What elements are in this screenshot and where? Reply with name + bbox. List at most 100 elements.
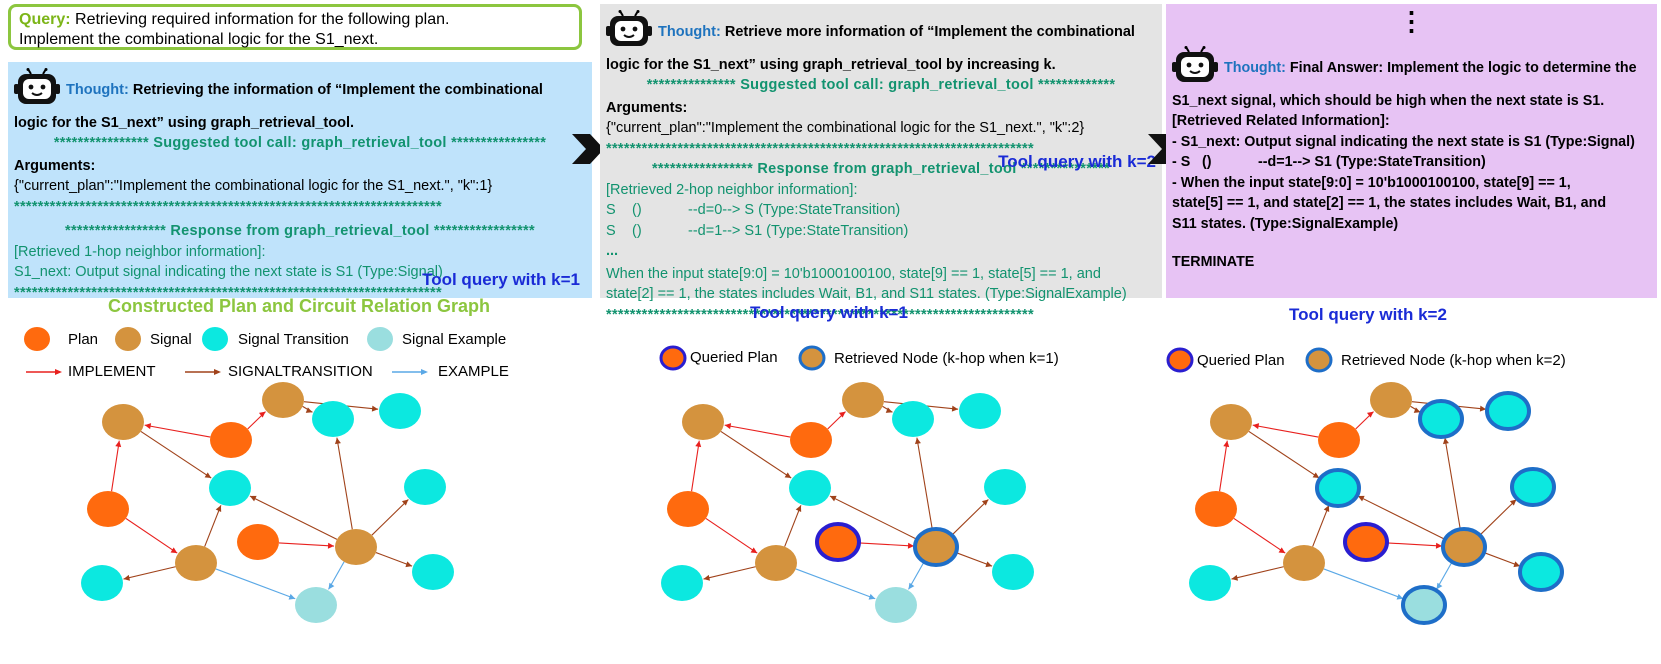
- thought-text-1: Retrieving the information of “Implement…: [132, 82, 543, 99]
- graph-edge-arrowhead: [334, 437, 341, 445]
- relation-graph: [81, 382, 454, 623]
- thought-label: Thought:: [658, 24, 721, 41]
- graph-edge: [111, 440, 120, 492]
- graph-edge-arrowhead: [908, 582, 915, 590]
- retrieved-info: S1_next: Output signal indicating the ne…: [14, 264, 443, 280]
- graph-edge: [703, 566, 756, 580]
- graph-edge-arrowhead: [1413, 407, 1421, 413]
- graph-edge-arrowhead: [795, 505, 802, 513]
- retrieved-node: [1485, 391, 1531, 431]
- graph-edge-arrowhead: [305, 407, 313, 413]
- retrieved-header: [Retrieved 1-hop neighbor information]:: [14, 243, 266, 260]
- graph-node: [789, 470, 831, 506]
- graph-edge: [1386, 542, 1443, 547]
- graph-edge-arrowhead: [1231, 574, 1239, 581]
- legend-queried-label: Queried Plan: [690, 349, 778, 366]
- arguments-value: {"current_plan":"Implement the combinati…: [14, 178, 493, 194]
- arguments-label: Arguments:: [14, 157, 96, 174]
- graph-edge: [278, 542, 335, 547]
- final-answer-line-4: - S1_next: Output signal indicating the …: [1172, 133, 1635, 150]
- graph-edge-arrowhead: [1442, 437, 1449, 445]
- query-text-1: Retrieving required information for the …: [75, 11, 450, 28]
- graph-edge-arrowhead: [115, 440, 122, 448]
- graph-node: [175, 545, 217, 581]
- retrieved-row-1: S()--d=0--> S (Type:StateTransition): [606, 202, 901, 218]
- graph-edge: [1483, 552, 1521, 567]
- graph-node: [262, 382, 304, 418]
- graph-node: [667, 491, 709, 527]
- graph-edge-arrowhead: [327, 542, 335, 549]
- graph-node: [102, 404, 144, 440]
- graph-edge: [720, 430, 792, 479]
- query-box: Query: Retrieving required information f…: [8, 4, 582, 50]
- graph-node: [237, 524, 279, 560]
- graph-node: [295, 587, 337, 623]
- graph-edge-arrowhead: [1323, 505, 1330, 513]
- tool-query-label: Tool query with k=1: [422, 270, 580, 289]
- graph-node: [842, 382, 884, 418]
- graph-edge: [125, 517, 178, 554]
- graph-node: [661, 565, 703, 601]
- graph-edge-arrowhead: [258, 411, 266, 418]
- graph-node: [1210, 404, 1252, 440]
- robot-icon: [14, 68, 60, 113]
- graph-node: [312, 401, 354, 437]
- thought-text-2: logic for the S1_next” using graph_retri…: [14, 114, 355, 131]
- graph-edge-arrowhead: [724, 423, 732, 430]
- example-line-1: When the input state[9:0] = 10'b10001001…: [606, 265, 1101, 282]
- graph-node: [404, 469, 446, 505]
- graph-node: [892, 401, 934, 437]
- graph-edge-arrowhead: [328, 582, 335, 590]
- final-answer-line-7: state[5] == 1, and state[2] == 1, the st…: [1172, 195, 1607, 211]
- graph-edge: [215, 568, 296, 600]
- graph-edge-arrowhead: [907, 542, 915, 549]
- queried-plan-node: [1343, 522, 1389, 562]
- graph-edge: [204, 505, 222, 547]
- graph-node: [682, 404, 724, 440]
- graph-node: [959, 393, 1001, 429]
- retrieved-node: [1401, 585, 1447, 625]
- legend-example-label: Signal Example: [402, 331, 507, 348]
- graph-edge-arrowhead: [1436, 582, 1443, 590]
- thought-text-1: Retrieve more information of “Implement …: [724, 24, 1135, 41]
- graph-edge-arrowhead: [1312, 472, 1320, 479]
- queried-plan-node: [815, 522, 861, 562]
- graph-node: [1370, 382, 1412, 418]
- graph-edge: [1219, 440, 1228, 492]
- graph-edge: [1479, 499, 1517, 536]
- graph-node: [992, 554, 1034, 590]
- graph-edge-arrowhead: [695, 440, 702, 448]
- legend-plan-label: Plan: [68, 331, 99, 348]
- legend-example-swatch: [367, 327, 393, 351]
- graph-edge: [1252, 424, 1319, 438]
- graph-node: [1189, 565, 1231, 601]
- response-header: ***************** Response from graph_re…: [65, 223, 535, 239]
- separator-end: ****************************************…: [606, 306, 1034, 323]
- legend-queried-label: Queried Plan: [1197, 352, 1285, 369]
- graph-edge-arrowhead: [170, 547, 178, 554]
- retrieved-header: [Retrieved 2-hop neighbor information]:: [606, 181, 858, 198]
- robot-icon: [606, 10, 652, 55]
- graph-edge-arrowhead: [784, 472, 792, 479]
- tool-query-label: Tool query with k=2: [998, 152, 1156, 171]
- graph-node: [87, 491, 129, 527]
- graph-edge: [955, 552, 993, 567]
- k1-query-graph: [661, 382, 1034, 623]
- graph-edge-arrowhead: [951, 405, 959, 412]
- graph-edge: [829, 495, 918, 540]
- graph-edge-arrowhead: [401, 499, 409, 506]
- final-answer-line-6: - When the input state[9:0] = 10'b100010…: [1172, 174, 1571, 191]
- graph-node: [875, 587, 917, 623]
- graph-node: [209, 470, 251, 506]
- retrieved-row-2: S()--d=1--> S1 (Type:StateTransition): [606, 222, 909, 239]
- final-answer-panel: ⋮ Thought: Final Answer: Implement the l…: [1166, 4, 1657, 298]
- graph-edge: [951, 499, 989, 536]
- k2-query-graph: [1189, 382, 1564, 625]
- arguments-label: Arguments:: [606, 99, 688, 116]
- graph-edge: [1357, 495, 1446, 540]
- response-header: ***************** Response from graph_re…: [651, 161, 1110, 177]
- graph-edge-arrowhead: [249, 495, 257, 502]
- graph-edge-arrowhead: [1223, 440, 1230, 448]
- graph-node: [335, 529, 377, 565]
- graph-edge: [691, 440, 700, 492]
